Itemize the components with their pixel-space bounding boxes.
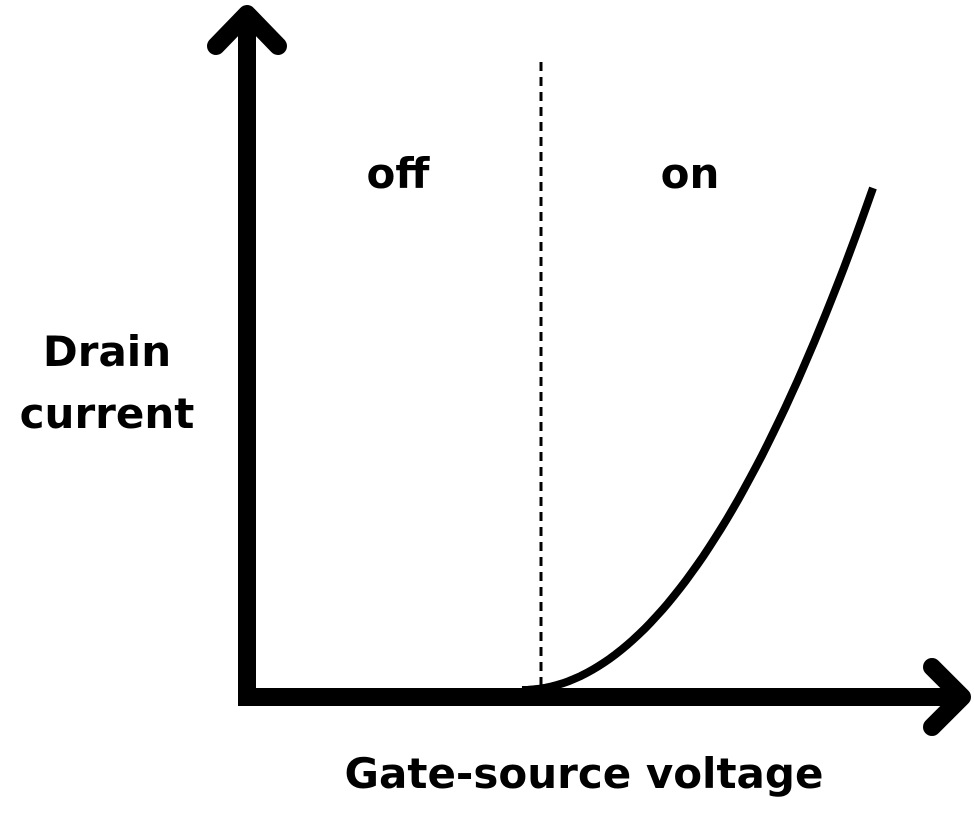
y-axis-label-line1: Drain	[43, 327, 171, 376]
x-axis-label: Gate-source voltage	[345, 749, 824, 798]
region-label-off: off	[367, 149, 431, 198]
region-label-on: on	[661, 149, 720, 198]
series-curve	[521, 186, 877, 694]
y-axis-arrowhead	[207, 5, 287, 55]
x-axis-arrowhead	[923, 658, 971, 736]
y-axis-label-line2: current	[20, 389, 195, 438]
